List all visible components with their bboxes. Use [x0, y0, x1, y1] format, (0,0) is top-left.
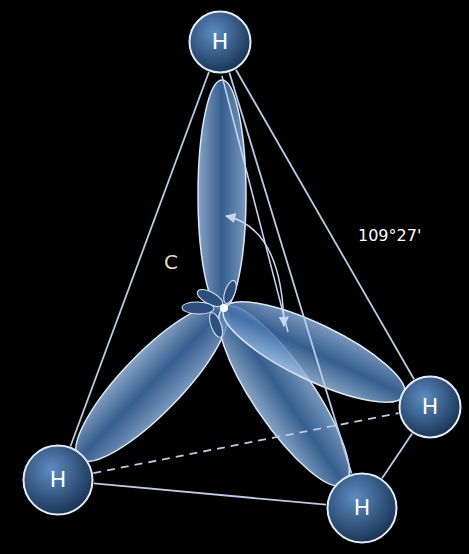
axis-line — [222, 76, 288, 332]
back-lobes — [182, 279, 239, 339]
atom-label: C — [164, 250, 178, 274]
angle-arc — [226, 216, 284, 326]
circle-shape — [190, 12, 251, 73]
small-lobe — [207, 311, 225, 339]
hydrogen-circle: H — [326, 472, 398, 544]
small-lobe — [182, 301, 214, 314]
tetrahedron-edge — [94, 483, 326, 504]
hydrogen-circle: H — [22, 444, 94, 516]
tetrahedron-edge — [236, 70, 414, 380]
atom-symbol: H — [422, 396, 439, 418]
carbon-nucleus — [220, 304, 228, 312]
atom-symbol: H — [212, 31, 229, 53]
lobe — [198, 80, 246, 310]
atom-symbol: H — [50, 469, 67, 491]
lobe — [57, 287, 246, 480]
tetrahedron-edge — [70, 72, 208, 446]
small-lobe — [221, 279, 239, 305]
circle-shape — [24, 446, 93, 515]
tetrahedron-edge — [382, 434, 412, 479]
tetrahedron-edge — [93, 413, 398, 473]
tetrahedron-edge — [229, 73, 351, 474]
atom-symbol: H — [354, 497, 371, 519]
hydrogen-circle: H — [398, 375, 462, 439]
hydrogen-circle: H — [188, 10, 252, 74]
angle-label: 109°27' — [358, 226, 421, 245]
circle-shape — [400, 377, 461, 438]
circle-shape — [328, 474, 397, 543]
